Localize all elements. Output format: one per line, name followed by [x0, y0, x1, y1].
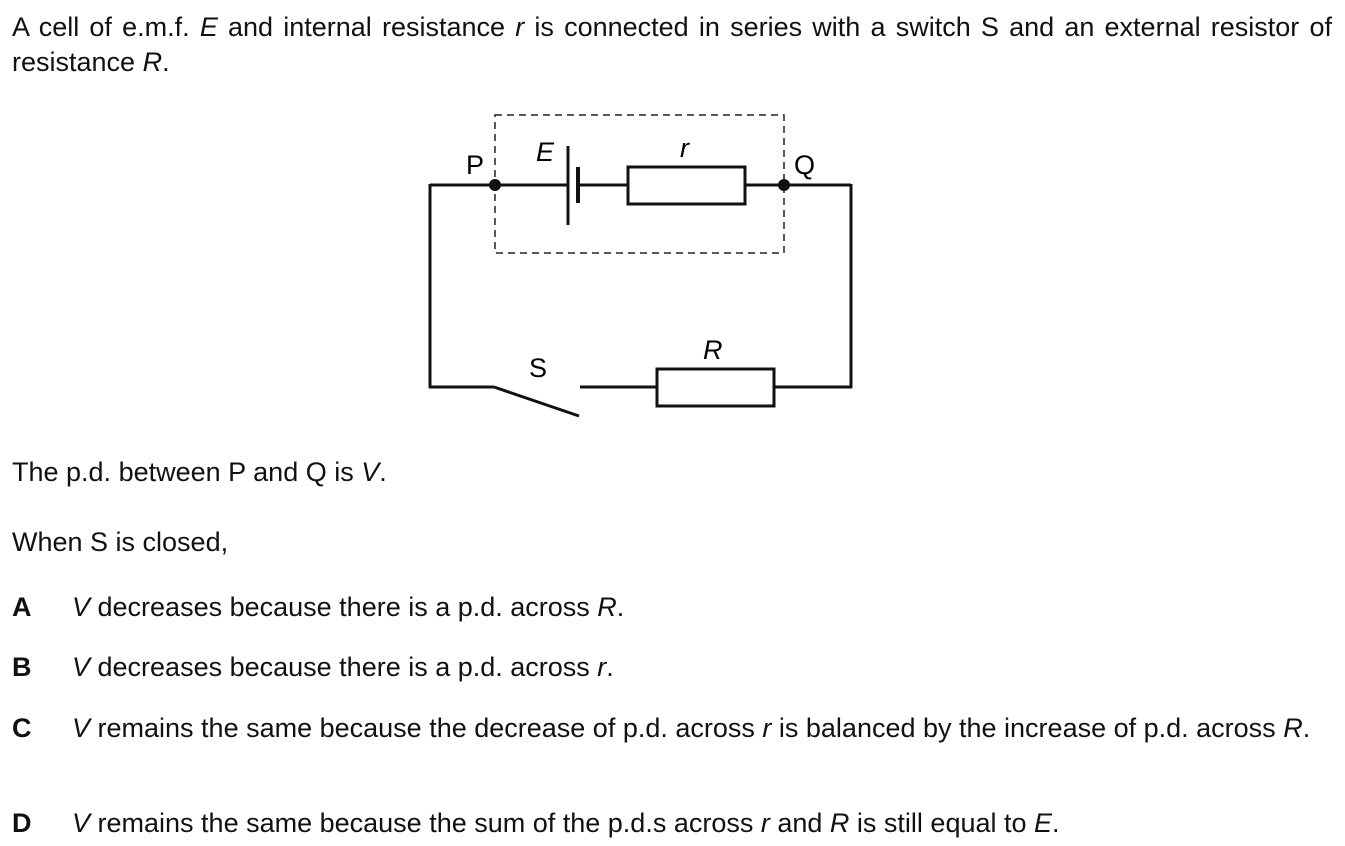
- label-r: r: [680, 133, 690, 163]
- intro-text-1: A cell of e.m.f.: [12, 12, 200, 42]
- pd-statement: The p.d. between P and Q is V.: [12, 455, 387, 490]
- option-text-part: is still equal to: [849, 808, 1035, 838]
- option-letter: D: [12, 808, 32, 838]
- option-letter: A: [12, 592, 32, 622]
- intro-text-4: .: [162, 47, 170, 77]
- symbol-R: R: [829, 808, 850, 838]
- option-text: V remains the same because the decrease …: [72, 711, 1332, 746]
- option-letter: C: [12, 713, 32, 743]
- label-S: S: [529, 353, 547, 383]
- option-text: V decreases because there is a p.d. acro…: [72, 650, 1332, 685]
- option-a: A V decreases because there is a p.d. ac…: [12, 590, 1332, 625]
- symbol-E: E: [1034, 808, 1053, 838]
- option-text-part: .: [1052, 808, 1060, 838]
- intro-text-2: and internal resistance: [217, 12, 516, 42]
- question-intro: A cell of e.m.f. E and internal resistan…: [12, 10, 1332, 80]
- option-text-part: remains the same because the decrease of…: [90, 713, 763, 743]
- option-text-part: .: [616, 592, 625, 622]
- option-text: V remains the same because the sum of th…: [72, 806, 1332, 841]
- statement-text-2: .: [379, 457, 387, 487]
- statement-text-1: The p.d. between P and Q is: [12, 457, 362, 487]
- junction-Q: [778, 179, 790, 191]
- option-text-part: decreases because there is a p.d. across: [90, 652, 598, 682]
- label-P: P: [466, 150, 484, 180]
- symbol-V: V: [72, 652, 91, 682]
- junction-P: [489, 179, 501, 191]
- symbol-E: E: [199, 12, 218, 42]
- symbol-R: R: [597, 592, 617, 622]
- option-text-part: decreases because there is a p.d. across: [90, 592, 598, 622]
- external-resistor-R: [655, 367, 776, 408]
- label-E: E: [536, 137, 555, 167]
- symbol-r: r: [515, 12, 525, 42]
- symbol-r: r: [760, 808, 770, 838]
- symbol-R: R: [1283, 713, 1303, 743]
- question-prompt: When S is closed,: [12, 527, 229, 557]
- symbol-r: r: [762, 713, 772, 743]
- option-text-part: .: [606, 652, 614, 682]
- symbol-V: V: [72, 592, 91, 622]
- symbol-V: V: [72, 808, 91, 838]
- symbol-V: V: [361, 457, 380, 487]
- option-text-part: is balanced by the increase of p.d. acro…: [771, 713, 1284, 743]
- internal-resistor-r: [626, 165, 747, 206]
- symbol-r: r: [597, 652, 607, 682]
- option-c: C V remains the same because the decreas…: [12, 711, 1332, 746]
- option-letter: B: [12, 652, 32, 682]
- intro-text-3: is connected in series with a switch S a…: [12, 12, 1332, 77]
- label-R: R: [703, 335, 723, 365]
- symbol-R: R: [142, 47, 163, 77]
- option-text-part: .: [1302, 713, 1311, 743]
- symbol-V: V: [72, 713, 91, 743]
- label-Q: Q: [794, 150, 815, 180]
- option-text: V decreases because there is a p.d. acro…: [72, 590, 1332, 625]
- switch-S-blade: [493, 385, 580, 418]
- option-b: B V decreases because there is a p.d. ac…: [12, 650, 1332, 685]
- option-d: D V remains the same because the sum of …: [12, 806, 1332, 841]
- option-text-part: and: [769, 808, 830, 838]
- option-text-part: remains the same because the sum of the …: [90, 808, 761, 838]
